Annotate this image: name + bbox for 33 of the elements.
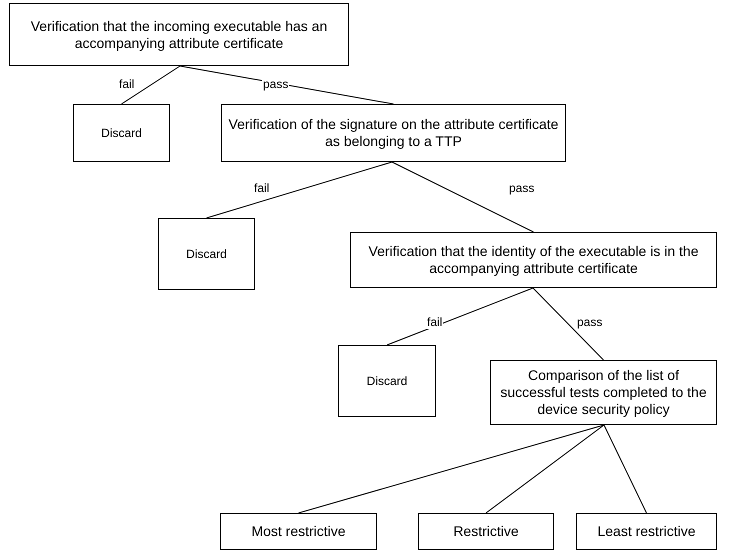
connector-line [486, 424, 604, 514]
edge-label: fail [118, 77, 136, 91]
connector-line [392, 162, 534, 232]
process-box [221, 104, 566, 162]
process-box [490, 360, 717, 425]
box-text: Least restrictive [596, 523, 697, 540]
terminal-box [73, 104, 170, 162]
box-text: Discard [185, 246, 228, 262]
box-text: Discard [100, 124, 143, 142]
process-box [220, 513, 377, 550]
box-text: Verification that the identity of the executable is in the accompanying attribute certificate [368, 243, 700, 277]
box-text: Discard [366, 372, 408, 390]
box-text: Verification of the signature on the attribute certificate as belonging to a TTP [228, 116, 560, 150]
process-box [350, 232, 717, 288]
terminal-box [158, 218, 255, 290]
connector-line [604, 424, 647, 514]
connector-line [121, 66, 180, 104]
box-text: Comparison of the list of successful tests completed to the device security policy [499, 367, 708, 418]
connector-line [386, 288, 534, 346]
process-box [418, 513, 554, 550]
edge-label: fail [426, 315, 444, 329]
process-box [9, 3, 349, 66]
edge-label: pass [262, 77, 290, 91]
edge-label: fail [253, 181, 270, 195]
terminal-box [338, 345, 436, 417]
connector-line [298, 424, 604, 514]
connector-line [180, 66, 394, 104]
box-text: Verification that the incoming executable has an accompanying attribute certificate [30, 18, 328, 52]
connector-line [206, 162, 392, 218]
process-box [576, 513, 717, 550]
connector-line [532, 288, 604, 360]
box-text: Most restrictive [250, 523, 347, 540]
box-text: Restrictive [452, 523, 520, 540]
